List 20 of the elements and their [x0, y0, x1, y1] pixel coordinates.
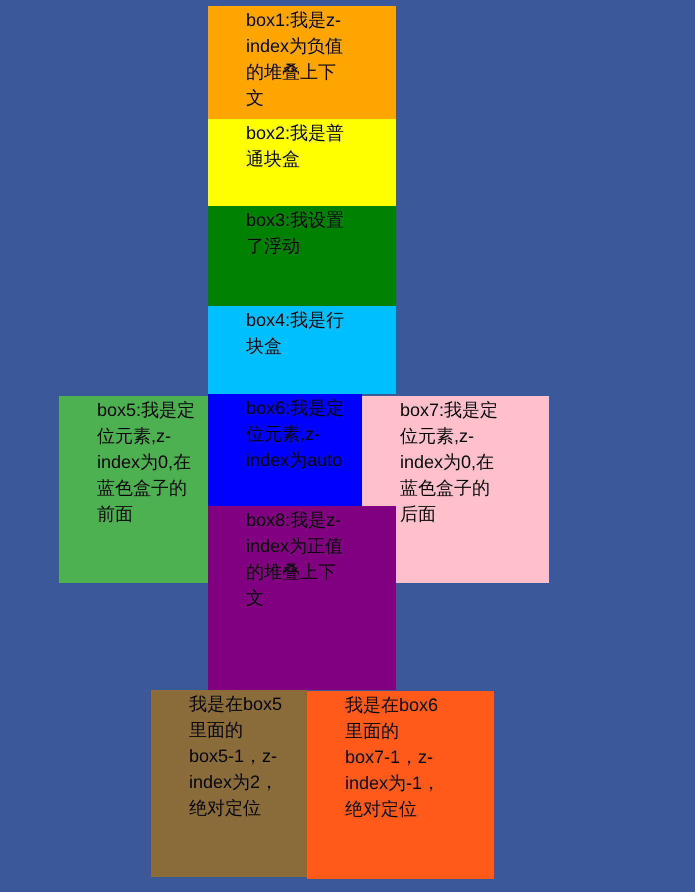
box-label: box5:我是定位元素,z-index为0,在蓝色盒子的前面	[97, 399, 196, 526]
box-label: 我是在box6里面的box7-1，z-index为-1，绝对定位	[345, 694, 442, 821]
layer-box	[59, 396, 208, 583]
box-label: box6:我是定位元素,z-index为auto	[246, 397, 346, 472]
layer-box	[208, 206, 396, 306]
box-label: box1:我是z-index为负值的堆叠上下文	[246, 9, 344, 110]
box-label: 我是在box5里面的box5-1，z-index为2，绝对定位	[189, 693, 284, 820]
layer-box	[208, 119, 396, 206]
layer-box	[208, 506, 396, 690]
layer-box	[362, 396, 549, 583]
layer-box	[208, 306, 396, 394]
layer-box	[151, 690, 307, 877]
box-label: box3:我设置了浮动	[246, 209, 346, 258]
layer-box	[307, 691, 494, 879]
layer-box	[208, 6, 396, 119]
box-label: box8:我是z-index为正值的堆叠上下文	[246, 509, 344, 610]
layer-box	[208, 394, 362, 506]
box-label: box2:我是普通块盒	[246, 122, 346, 171]
box-label: box7:我是定位元素,z-index为0,在蓝色盒子的后面	[400, 399, 500, 526]
box-label: box4:我是行块盒	[246, 309, 346, 358]
